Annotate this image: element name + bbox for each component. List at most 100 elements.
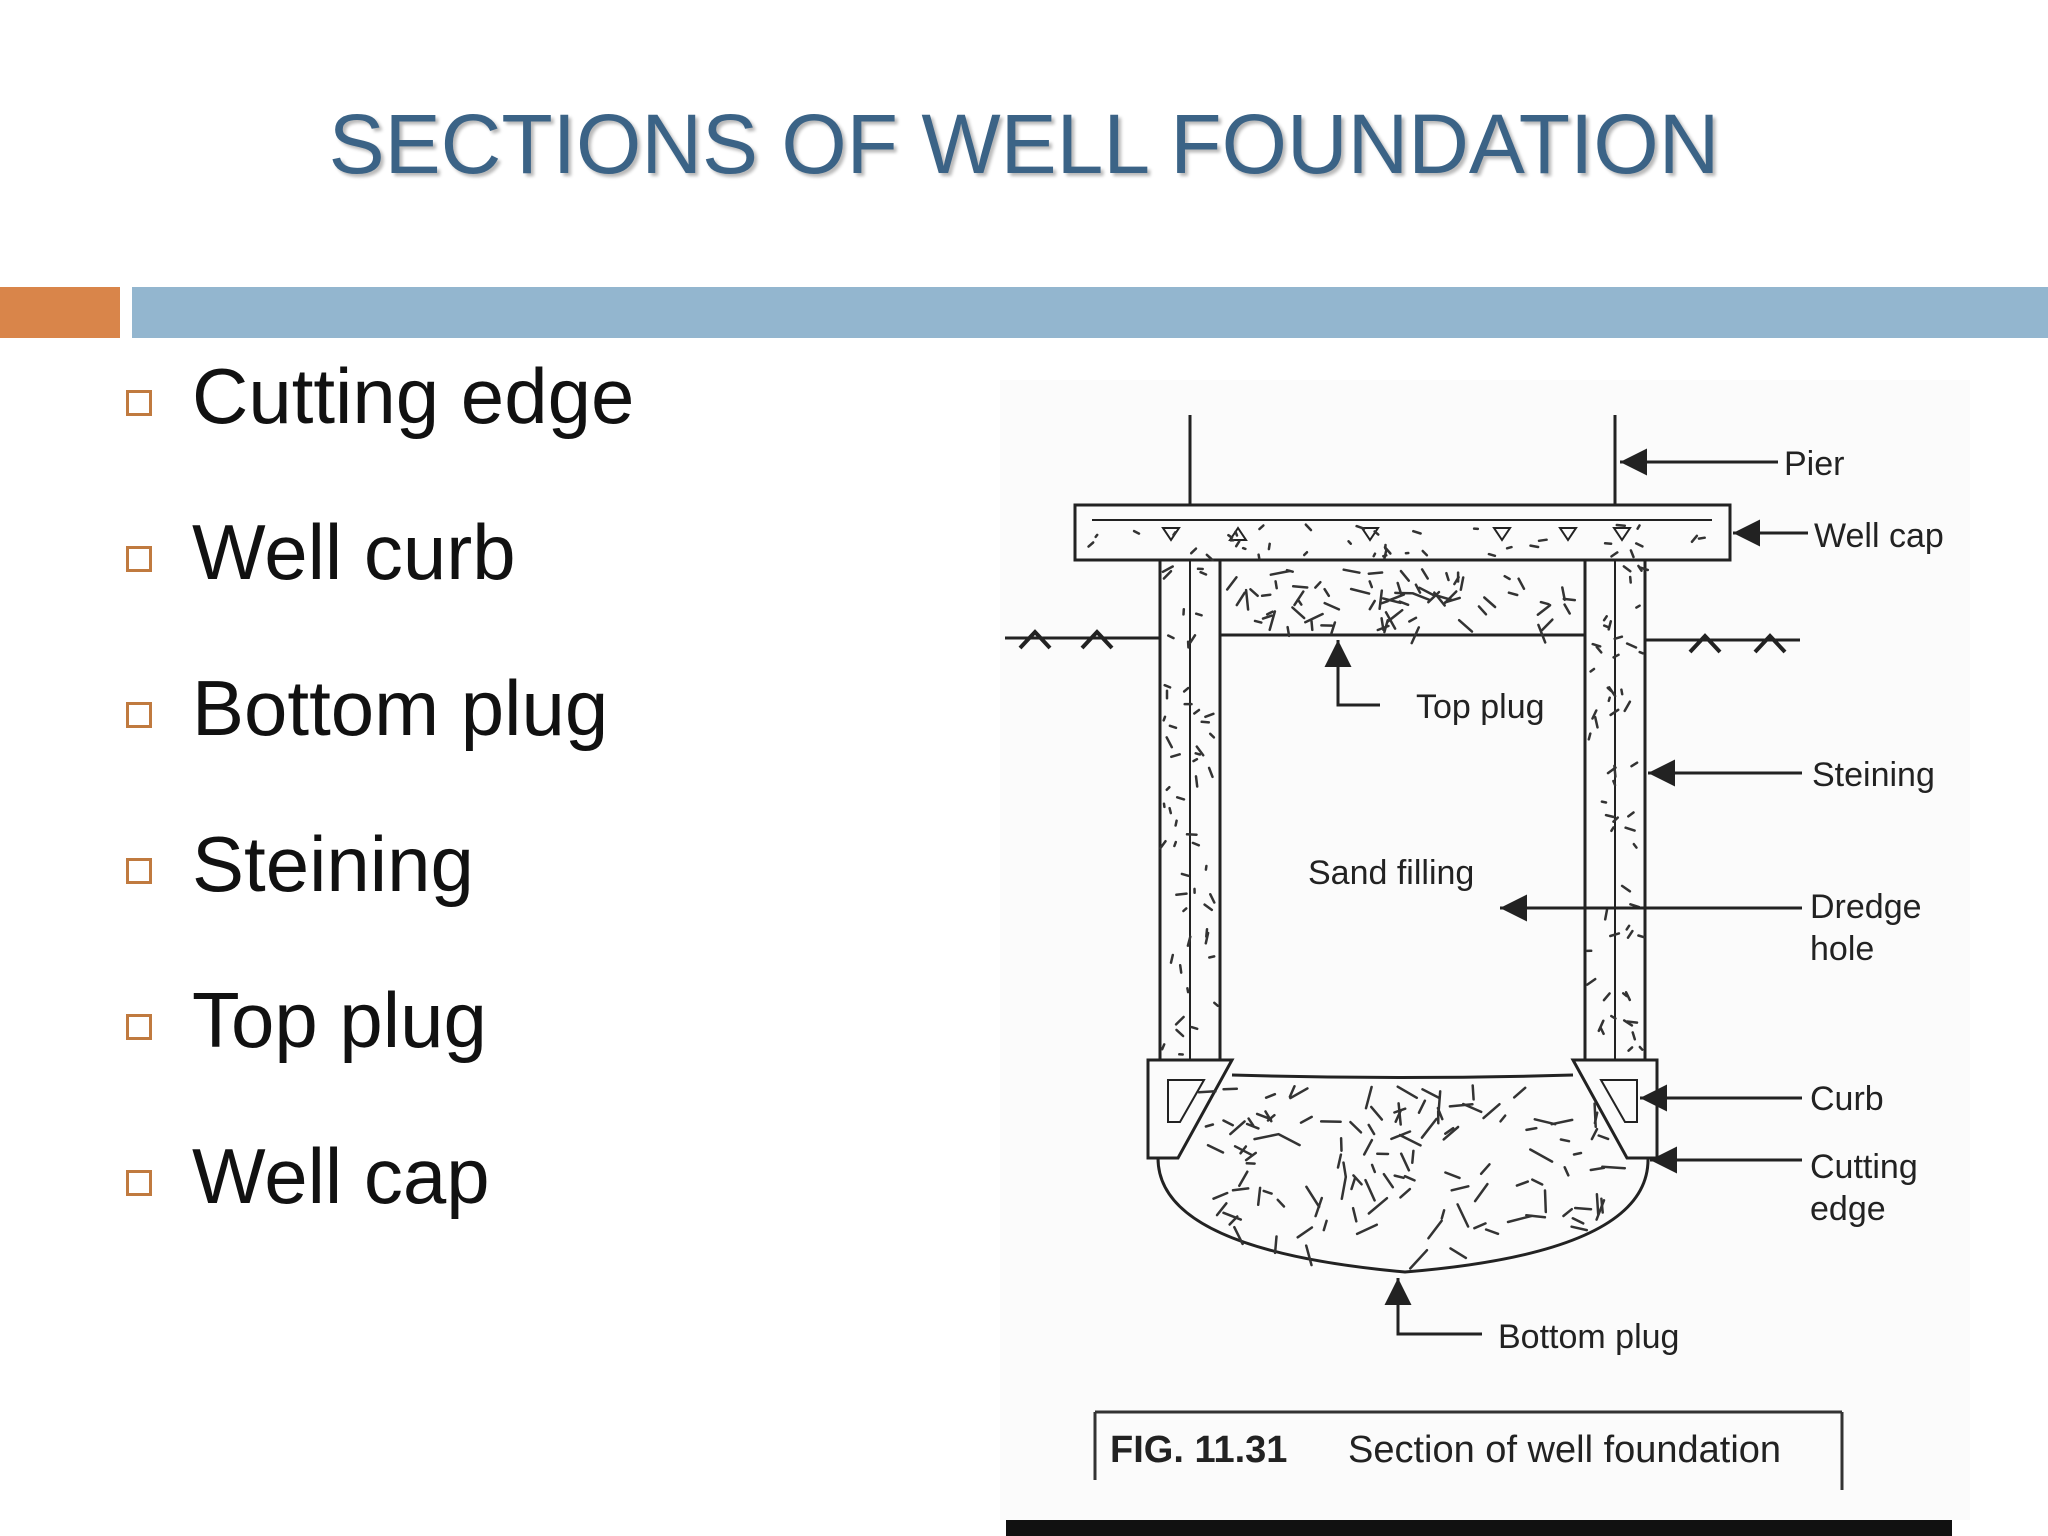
- texture-speck: [1638, 650, 1645, 655]
- texture-speck: [1253, 619, 1263, 624]
- texture-speck: [1264, 1110, 1273, 1123]
- texture-speck: [1602, 992, 1611, 1002]
- texture-speck: [1393, 1174, 1405, 1180]
- texture-speck: [1207, 766, 1214, 779]
- texture-speck: [1394, 1109, 1402, 1123]
- figure-caption: FIG. 11.31 Section of well foundation: [1093, 1410, 1844, 1490]
- texture-speck: [1445, 571, 1450, 582]
- texture-speck: [1587, 732, 1592, 741]
- square-bullet-icon: [126, 1014, 152, 1040]
- texture-speck: [1215, 1202, 1228, 1217]
- texture-speck: [1323, 601, 1341, 611]
- well-cap: [1073, 503, 1732, 562]
- texture-speck: [1417, 1099, 1427, 1114]
- texture-speck: [1229, 1120, 1246, 1136]
- caption-number: FIG. 11.31: [1110, 1429, 1287, 1471]
- bullet-text: Well curb: [192, 507, 516, 596]
- texture-speck: [1304, 612, 1324, 624]
- texture-speck: [1245, 1122, 1260, 1130]
- texture-speck: [1383, 548, 1388, 560]
- aggregate-triangle: [1558, 527, 1578, 542]
- texture-speck: [1612, 779, 1617, 787]
- label-dredge-hole-line1: Dredge: [1810, 888, 1922, 926]
- texture-speck: [1408, 1248, 1429, 1270]
- texture-speck: [1132, 529, 1141, 535]
- texture-speck: [1342, 1161, 1348, 1179]
- texture-speck: [1162, 569, 1173, 580]
- texture-speck: [1244, 588, 1250, 611]
- texture-speck: [1227, 533, 1234, 539]
- texture-speck: [1622, 565, 1632, 573]
- texture-speck: [1562, 1207, 1574, 1218]
- texture-speck: [1638, 566, 1650, 572]
- texture-speck: [1170, 753, 1181, 759]
- texture-speck: [1536, 603, 1552, 616]
- texture-speck: [1427, 1219, 1443, 1240]
- texture-speck: [1175, 796, 1186, 801]
- texture-speck: [1440, 1209, 1446, 1220]
- texture-speck: [1175, 892, 1188, 897]
- texture-speck: [1631, 1031, 1637, 1041]
- texture-speck: [1539, 600, 1550, 606]
- texture-speck: [1624, 991, 1632, 1002]
- texture-speck: [1205, 553, 1214, 562]
- texture-speck: [1636, 524, 1641, 530]
- texture-speck: [1161, 565, 1174, 574]
- texture-speck: [1586, 977, 1597, 986]
- accent-bar-blue: [132, 287, 2048, 338]
- texture-speck: [1603, 908, 1609, 921]
- texture-speck: [1367, 1123, 1376, 1136]
- texture-speck: [1597, 1134, 1610, 1141]
- bullet-text: Well cap: [192, 1131, 490, 1220]
- texture-speck: [1188, 634, 1197, 644]
- texture-speck: [1628, 575, 1632, 584]
- texture-speck: [1627, 1046, 1634, 1052]
- curb-right-inner: [1599, 1079, 1638, 1123]
- texture-speck: [1168, 806, 1173, 815]
- texture-speck: [1256, 1186, 1262, 1207]
- texture-speck: [1373, 530, 1380, 536]
- texture-speck: [1278, 1133, 1301, 1147]
- figure-background: [1000, 380, 1970, 1520]
- texture-speck: [1209, 893, 1216, 904]
- texture-speck: [1607, 696, 1611, 703]
- texture-speck: [1456, 1203, 1470, 1228]
- texture-speck: [1159, 839, 1167, 850]
- texture-speck: [1442, 1125, 1460, 1141]
- label-bottom-plug: Bottom plug: [1498, 1318, 1679, 1356]
- texture-speck: [1235, 591, 1246, 607]
- texture-speck: [1265, 610, 1274, 616]
- texture-speck: [1421, 1088, 1440, 1099]
- bullet-item: Cutting edge: [126, 318, 634, 474]
- texture-speck: [1368, 599, 1376, 611]
- texture-speck: [1411, 1149, 1415, 1165]
- texture-speck: [1483, 596, 1497, 609]
- texture-speck: [1473, 1182, 1489, 1203]
- texture-speck: [1194, 612, 1203, 617]
- texture-speck: [1323, 587, 1331, 598]
- texture-speck: [1537, 538, 1548, 543]
- texture-speck: [1418, 586, 1436, 597]
- texture-speck: [1533, 1118, 1557, 1126]
- caption-text: Section of well foundation: [1348, 1429, 1781, 1471]
- label-cutting-edge-line1: Cutting: [1810, 1148, 1918, 1186]
- bottom-plug-top-line: [1231, 1073, 1574, 1079]
- texture-speck: [1304, 523, 1313, 532]
- texture-speck: [1444, 1171, 1461, 1180]
- texture-speck: [1503, 574, 1511, 581]
- texture-speck: [1269, 569, 1291, 576]
- bullet-text: Top plug: [192, 975, 487, 1064]
- texture-speck: [1262, 1189, 1273, 1195]
- texture-speck: [1482, 1102, 1501, 1120]
- texture-speck: [1350, 1177, 1357, 1191]
- texture-speck: [1531, 1178, 1544, 1186]
- texture-speck: [1457, 618, 1474, 633]
- texture-speck: [1233, 1145, 1254, 1157]
- texture-speck: [1479, 1163, 1491, 1176]
- texture-speck: [1609, 708, 1620, 717]
- texture-speck: [1351, 1206, 1358, 1223]
- texture-speck: [1562, 597, 1577, 602]
- texture-speck: [1165, 785, 1171, 792]
- texture-speck: [1186, 987, 1190, 994]
- texture-speck: [1204, 712, 1215, 719]
